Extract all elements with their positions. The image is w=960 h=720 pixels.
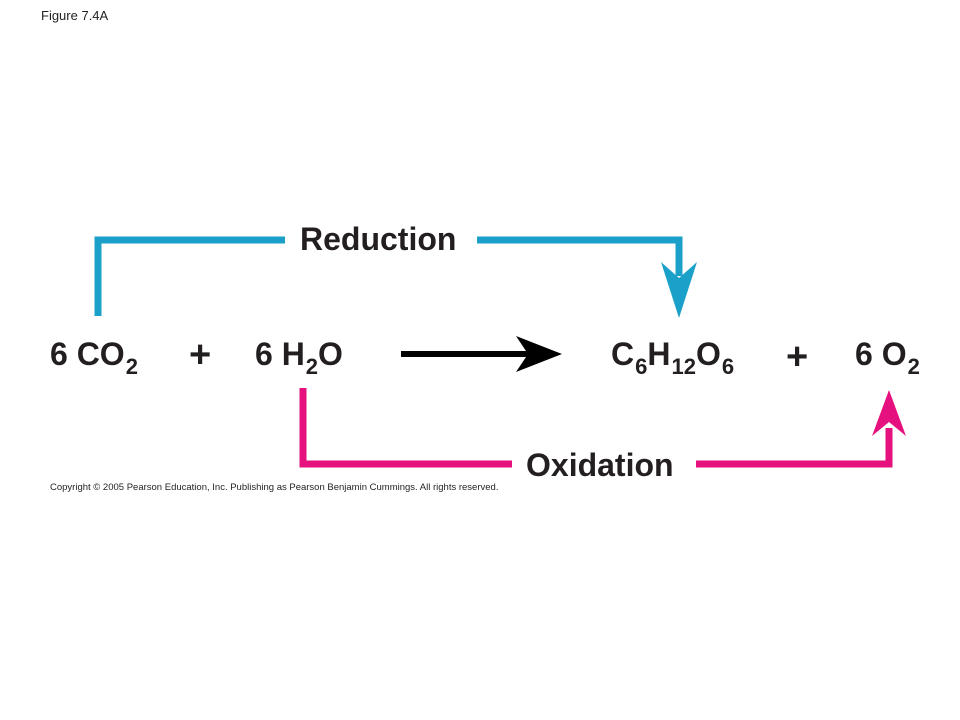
glucose-o: O bbox=[695, 336, 721, 372]
reduction-bracket bbox=[94, 236, 697, 318]
oxidation-line-right bbox=[696, 428, 893, 468]
reaction-arrow bbox=[401, 336, 562, 372]
co2-subscript: 2 bbox=[125, 354, 138, 379]
oxidation-arrowhead bbox=[872, 390, 906, 436]
figure-label: Figure 7.4A bbox=[41, 8, 109, 23]
o2-subscript: 2 bbox=[907, 354, 920, 379]
oxidation-label: Oxidation bbox=[522, 449, 678, 481]
h2o-text-o: O bbox=[318, 336, 343, 372]
h2o-text-h: 6 H bbox=[255, 336, 305, 372]
product-glucose: C6H12O6 bbox=[611, 336, 734, 378]
reduction-line-right bbox=[477, 236, 683, 276]
glucose-c: C bbox=[611, 336, 635, 372]
oxidation-bracket bbox=[299, 388, 906, 468]
reactant-h2o: 6 H2O bbox=[255, 336, 343, 378]
product-o2: 6 O2 bbox=[855, 336, 920, 378]
reduction-label: Reduction bbox=[296, 223, 461, 255]
reduction-arrowhead bbox=[661, 262, 697, 318]
reduction-line bbox=[94, 236, 285, 316]
plus-sign-reactants: + bbox=[189, 334, 212, 376]
glucose-o-subscript: 6 bbox=[721, 354, 735, 379]
glucose-c-subscript: 6 bbox=[635, 354, 648, 379]
o2-text: 6 O bbox=[855, 336, 907, 372]
h2o-subscript: 2 bbox=[305, 354, 319, 379]
copyright-notice: Copyright © 2005 Pearson Education, Inc.… bbox=[50, 482, 499, 493]
glucose-h: H bbox=[647, 336, 671, 372]
oxidation-line bbox=[299, 388, 512, 468]
co2-text: 6 CO bbox=[50, 336, 125, 372]
glucose-h-subscript: 12 bbox=[671, 354, 696, 379]
reactant-co2: 6 CO2 bbox=[50, 336, 138, 378]
plus-sign-products: + bbox=[786, 336, 809, 378]
